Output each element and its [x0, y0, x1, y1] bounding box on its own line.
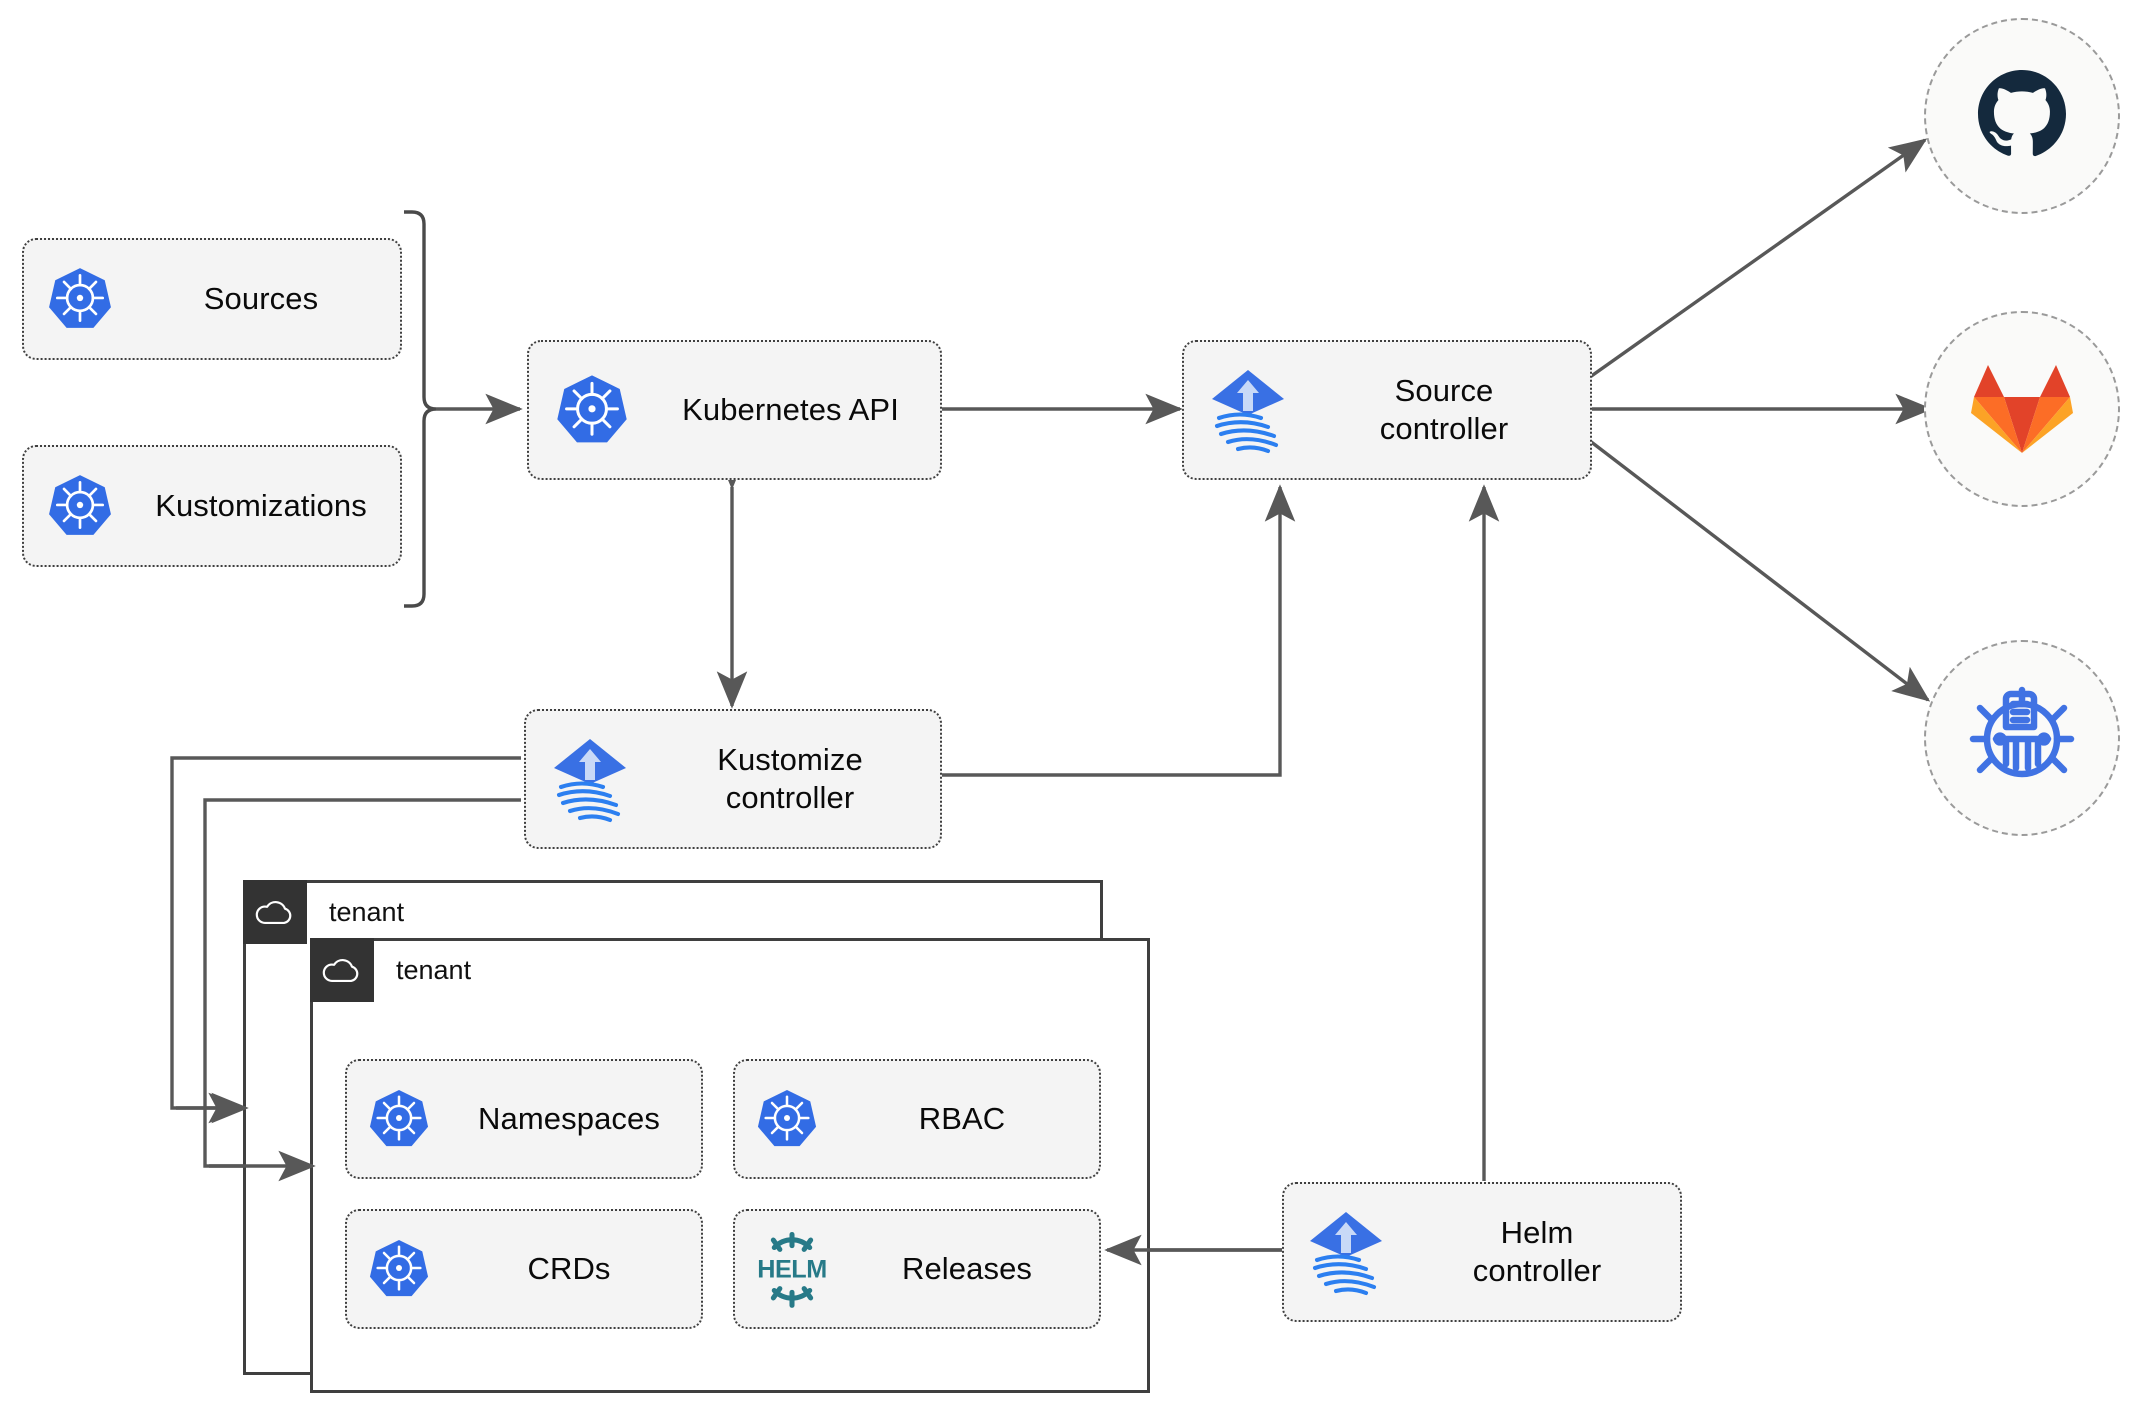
node-kubernetes-api[interactable]: Kubernetes API: [527, 340, 942, 480]
node-label: Source controller: [1379, 373, 1509, 446]
node-rbac[interactable]: RBAC: [733, 1059, 1101, 1179]
tenant-label: tenant: [329, 896, 405, 927]
provider-github[interactable]: [1924, 18, 2120, 214]
tenant-label: tenant: [396, 954, 472, 985]
cloud-icon: [310, 938, 374, 1002]
node-label: RBAC: [918, 1101, 1006, 1137]
node-label: CRDs: [527, 1251, 611, 1287]
flux-icon: [1284, 1208, 1408, 1296]
node-releases[interactable]: HELM Releases: [733, 1209, 1101, 1329]
wire-source-to-helm-repository: [1588, 439, 1931, 702]
node-label: Namespaces: [478, 1101, 660, 1137]
helm-icon: HELM: [735, 1227, 849, 1311]
node-namespaces[interactable]: Namespaces: [345, 1059, 703, 1179]
provider-gitlab[interactable]: [1924, 311, 2120, 507]
flux-icon: [1184, 366, 1312, 454]
node-label: Releases: [901, 1251, 1033, 1287]
node-kustomize-controller[interactable]: Kustomize controller: [524, 709, 942, 849]
kubernetes-icon: [347, 1088, 451, 1150]
node-label: Kustomize controller: [717, 742, 863, 815]
node-helm-controller[interactable]: Helm controller: [1282, 1182, 1682, 1322]
wire-kustomize-to-source-controller: [941, 484, 1296, 777]
flux-icon: [526, 735, 654, 823]
helm-wordmark: HELM: [757, 1255, 827, 1283]
kubernetes-icon: [347, 1238, 451, 1300]
gitlab-icon: [1970, 357, 2074, 462]
provider-helm-repository[interactable]: [1924, 640, 2120, 836]
node-label: Kustomizations: [155, 488, 367, 524]
github-icon: [1972, 64, 2072, 169]
kubernetes-icon: [24, 266, 136, 332]
node-source-controller[interactable]: Source controller: [1182, 340, 1592, 480]
source-group-brace: [404, 210, 437, 608]
node-sources[interactable]: Sources: [22, 238, 402, 360]
wire-source-to-github: [1589, 138, 1928, 379]
tenant-header: tenant: [310, 938, 471, 1002]
kubernetes-icon: [529, 373, 655, 447]
kubernetes-icon: [24, 473, 136, 539]
cloud-icon: [243, 880, 307, 944]
node-kustomizations[interactable]: Kustomizations: [22, 445, 402, 567]
kubernetes-icon: [735, 1088, 839, 1150]
node-label: Sources: [203, 281, 319, 317]
node-label: Kubernetes API: [682, 392, 899, 428]
helm-repository-icon: [1968, 684, 2076, 793]
tenant-header: tenant: [243, 880, 404, 944]
node-label: Helm controller: [1472, 1215, 1602, 1288]
node-crds[interactable]: CRDs: [345, 1209, 703, 1329]
tenant-front[interactable]: tenant Namespaces: [310, 938, 1150, 1393]
